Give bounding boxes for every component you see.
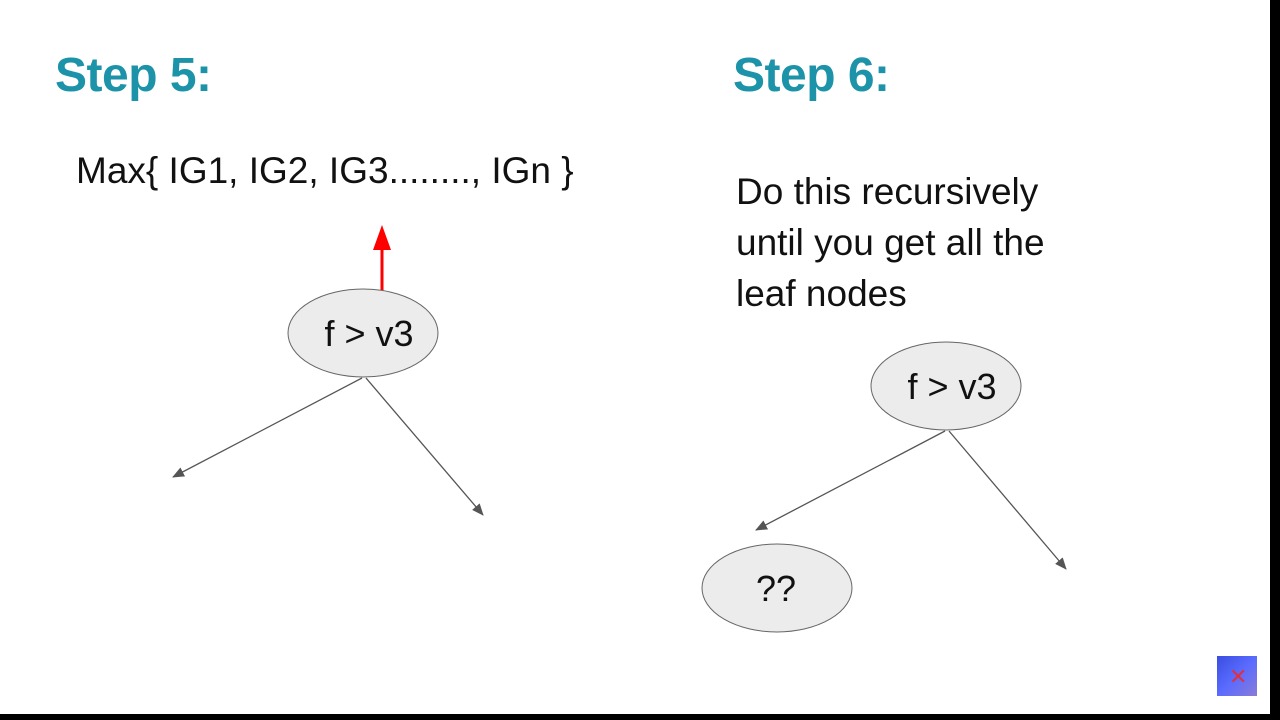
left-branch-edge — [755, 430, 946, 531]
highlight-arrow-head — [373, 225, 391, 250]
step5-title: Step 5: — [55, 49, 212, 102]
description-line: leaf nodes — [736, 273, 907, 314]
root-node-label: f > v3 — [907, 366, 996, 407]
root-node — [870, 341, 1022, 431]
right-branch-edge — [365, 377, 484, 516]
left-branch-edge — [172, 377, 363, 478]
max-information-gain-formula: Max{ IG1, IG2, IG3........, IGn } — [76, 150, 574, 191]
step5-tree: f > v3 — [172, 225, 484, 516]
root-node — [287, 288, 439, 378]
step6-tree: f > v3 ?? — [701, 341, 1067, 633]
description-line: Do this recursively — [736, 171, 1039, 212]
root-node-label: f > v3 — [324, 313, 413, 354]
right-branch-edge — [948, 430, 1067, 570]
description-line: until you get all the — [736, 222, 1045, 263]
step6-title: Step 6: — [733, 49, 890, 102]
frame-border-bottom — [0, 714, 1280, 720]
frame-border-right — [1270, 0, 1280, 720]
step6-description: Do this recursively until you get all th… — [736, 166, 1156, 319]
leaf-node — [701, 543, 853, 633]
channel-logo-icon[interactable]: ✕ — [1217, 656, 1257, 696]
leaf-node-label: ?? — [756, 568, 796, 609]
